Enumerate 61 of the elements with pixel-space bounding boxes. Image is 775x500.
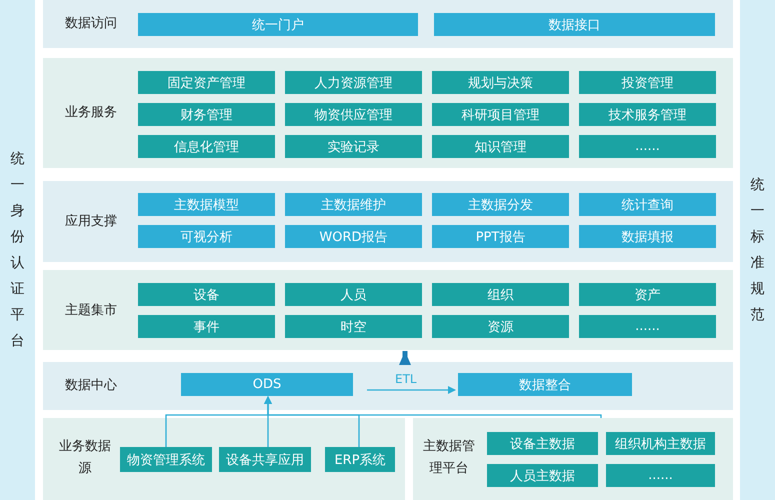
module-box: 组织机构主数据 bbox=[606, 432, 715, 455]
layer-panel bbox=[43, 0, 733, 48]
module-box: 物资管理系统 bbox=[120, 447, 212, 472]
module-box: 资源 bbox=[432, 315, 569, 338]
layer-title: 业务服务 bbox=[65, 104, 117, 122]
module-box: 资产 bbox=[579, 283, 716, 306]
module-box: ...... bbox=[579, 135, 716, 158]
module-box: 固定资产管理 bbox=[138, 71, 275, 94]
module-box: 统计查询 bbox=[579, 193, 716, 216]
module-box: 数据接口 bbox=[434, 13, 715, 36]
side-bar bbox=[740, 0, 775, 500]
side-bar-title: 统一标准规范 bbox=[750, 176, 766, 325]
module-box: 主数据模型 bbox=[138, 193, 275, 216]
module-box: 可视分析 bbox=[138, 225, 275, 248]
module-box: 统一门户 bbox=[138, 13, 418, 36]
module-box: 数据整合 bbox=[458, 373, 632, 396]
module-box: 人力资源管理 bbox=[285, 71, 422, 94]
module-box: 投资管理 bbox=[579, 71, 716, 94]
layer-panel bbox=[43, 58, 733, 168]
module-box: 数据填报 bbox=[579, 225, 716, 248]
module-box: 主数据分发 bbox=[432, 193, 569, 216]
module-box: 科研项目管理 bbox=[432, 103, 569, 126]
layer-panel bbox=[43, 270, 733, 350]
module-box: 知识管理 bbox=[432, 135, 569, 158]
layer-title: 主题集市 bbox=[65, 302, 117, 320]
module-box: 组织 bbox=[432, 283, 569, 306]
module-box: 财务管理 bbox=[138, 103, 275, 126]
side-bar bbox=[0, 0, 35, 500]
module-box: 主数据维护 bbox=[285, 193, 422, 216]
module-box: ERP系统 bbox=[325, 447, 395, 472]
arrow bbox=[367, 386, 456, 394]
layer-title: 数据访问 bbox=[65, 15, 117, 33]
module-box: 设备 bbox=[138, 283, 275, 306]
module-box: 事件 bbox=[138, 315, 275, 338]
module-box: 规划与决策 bbox=[432, 71, 569, 94]
module-box: 人员 bbox=[285, 283, 422, 306]
module-box: 实验记录 bbox=[285, 135, 422, 158]
layer-panel bbox=[43, 418, 405, 500]
module-box: 物资供应管理 bbox=[285, 103, 422, 126]
module-box: 信息化管理 bbox=[138, 135, 275, 158]
module-box: WORD报告 bbox=[285, 225, 422, 248]
arrow bbox=[399, 351, 411, 365]
layer-panel bbox=[43, 181, 733, 262]
arrow bbox=[264, 396, 602, 418]
edge-label: ETL bbox=[393, 372, 419, 386]
module-box: PPT报告 bbox=[432, 225, 569, 248]
module-box: ...... bbox=[579, 315, 716, 338]
module-box: 技术服务管理 bbox=[579, 103, 716, 126]
layer-title: 主数据管理平台 bbox=[422, 438, 476, 478]
module-box: 时空 bbox=[285, 315, 422, 338]
layer-title: 应用支撑 bbox=[65, 213, 117, 231]
module-box: 设备主数据 bbox=[487, 432, 598, 455]
layer-panel bbox=[413, 418, 733, 500]
layer-panel bbox=[43, 362, 733, 410]
module-box: 人员主数据 bbox=[487, 464, 598, 487]
layer-title: 数据中心 bbox=[65, 377, 117, 395]
side-bar-title: 统一身份认证平台 bbox=[10, 150, 26, 351]
layer-title: 业务数据源 bbox=[58, 438, 112, 478]
module-box: 设备共享应用 bbox=[219, 447, 311, 472]
module-box: ...... bbox=[606, 464, 715, 487]
module-box: ODS bbox=[181, 373, 353, 396]
